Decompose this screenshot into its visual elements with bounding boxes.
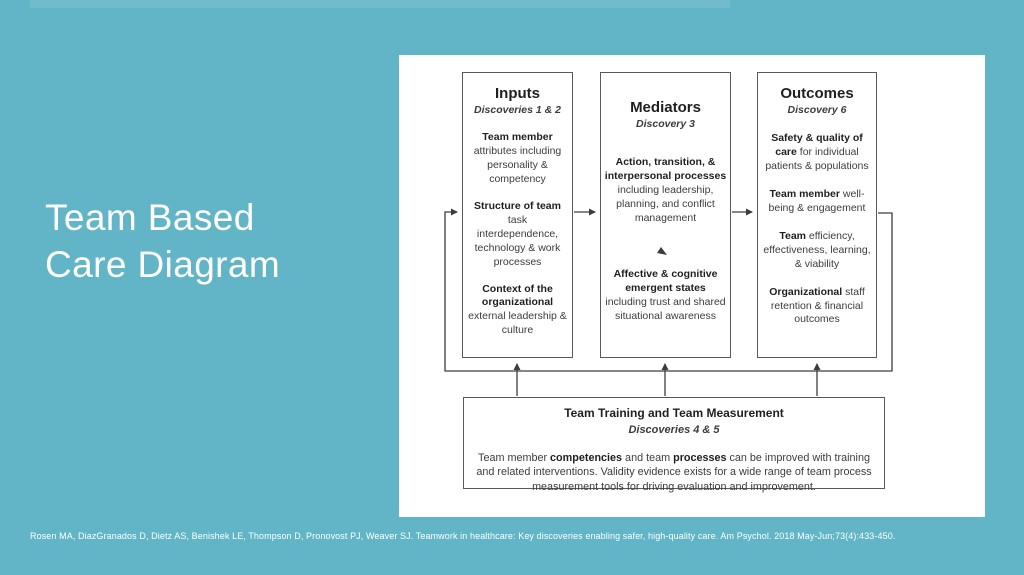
outcomes-box-title: Outcomes [780,85,854,102]
slide-title-line-1: Team Based [45,197,255,238]
diagram-panel: Inputs Discoveries 1 & 2 Team member att… [399,55,985,517]
section-bold-text: Structure of team [474,199,561,212]
mediators-section-emergent-states: Affective & cognitive emergent states in… [601,268,730,324]
section-rest-text: including leadership, planning, and conf… [616,183,715,224]
body-bold-text: competencies [550,451,623,464]
section-bold-text: Team member [769,187,840,200]
slide-title-line-2: Care Diagram [45,244,281,285]
section-bold-text: Team [779,229,806,242]
section-bold-text: Organizational [769,285,843,298]
body-text: Team member [478,451,551,464]
slide-title: Team Based Care Diagram [45,194,280,288]
mediators-box-subtitle: Discovery 3 [636,118,695,130]
inputs-box: Inputs Discoveries 1 & 2 Team member att… [462,72,573,358]
inputs-section-team-member: Team member attributes including persona… [463,131,572,187]
training-box: Team Training and Team Measurement Disco… [463,397,885,493]
outcomes-section-wellbeing: Team member well-being & engagement [758,188,876,216]
outcomes-box-subtitle: Discovery 6 [787,104,847,116]
outcomes-box: Outcomes Discovery 6 Safety & quality of… [757,72,877,358]
outcomes-section-organizational: Organizational staff retention & financi… [758,286,876,328]
section-rest-text: including trust and shared situational a… [605,295,726,322]
section-rest-text: for individual patients & populations [765,145,869,172]
section-rest-text: well-being & engagement [768,187,866,214]
section-rest-text: task interdependence, technology & work … [474,213,561,268]
training-box-subtitle: Discoveries 4 & 5 [628,423,720,436]
mediators-section-processes: Action, transition, & interpersonal proc… [601,156,730,226]
section-bold-text: Action, transition, & interpersonal proc… [604,155,727,182]
body-bold-text: processes [673,451,727,464]
mediators-box: Mediators Discovery 3 Action, transition… [600,72,731,358]
inputs-box-title: Inputs [495,85,540,102]
section-bold-text: Safety & quality of care [771,131,863,158]
section-bold-text: Affective & cognitive emergent states [613,267,718,294]
section-bold-text: Context of the organizational [481,282,554,309]
body-text: can be improved with training and relate… [476,451,872,493]
inputs-box-subtitle: Discoveries 1 & 2 [474,104,561,116]
outcomes-section-safety: Safety & quality of care for individual … [758,132,876,174]
training-box-title: Team Training and Team Measurement [564,406,784,420]
section-rest-text: attributes including personality & compe… [473,144,562,185]
inputs-section-structure: Structure of team task interdependence, … [463,200,572,270]
top-accent-strip [30,0,730,8]
citation: Rosen MA, DiazGranados D, Dietz AS, Beni… [30,531,896,541]
inputs-section-context: Context of the organizational external l… [463,283,572,339]
mediators-box-title: Mediators [630,99,701,116]
training-box-body: Team member competencies and team proces… [472,451,876,495]
body-text: and team [622,451,674,464]
section-bold-text: Team member [482,130,553,143]
outcomes-section-efficiency: Team efficiency, effectiveness, learning… [758,230,876,272]
section-rest-text: external leadership & culture [468,310,567,337]
